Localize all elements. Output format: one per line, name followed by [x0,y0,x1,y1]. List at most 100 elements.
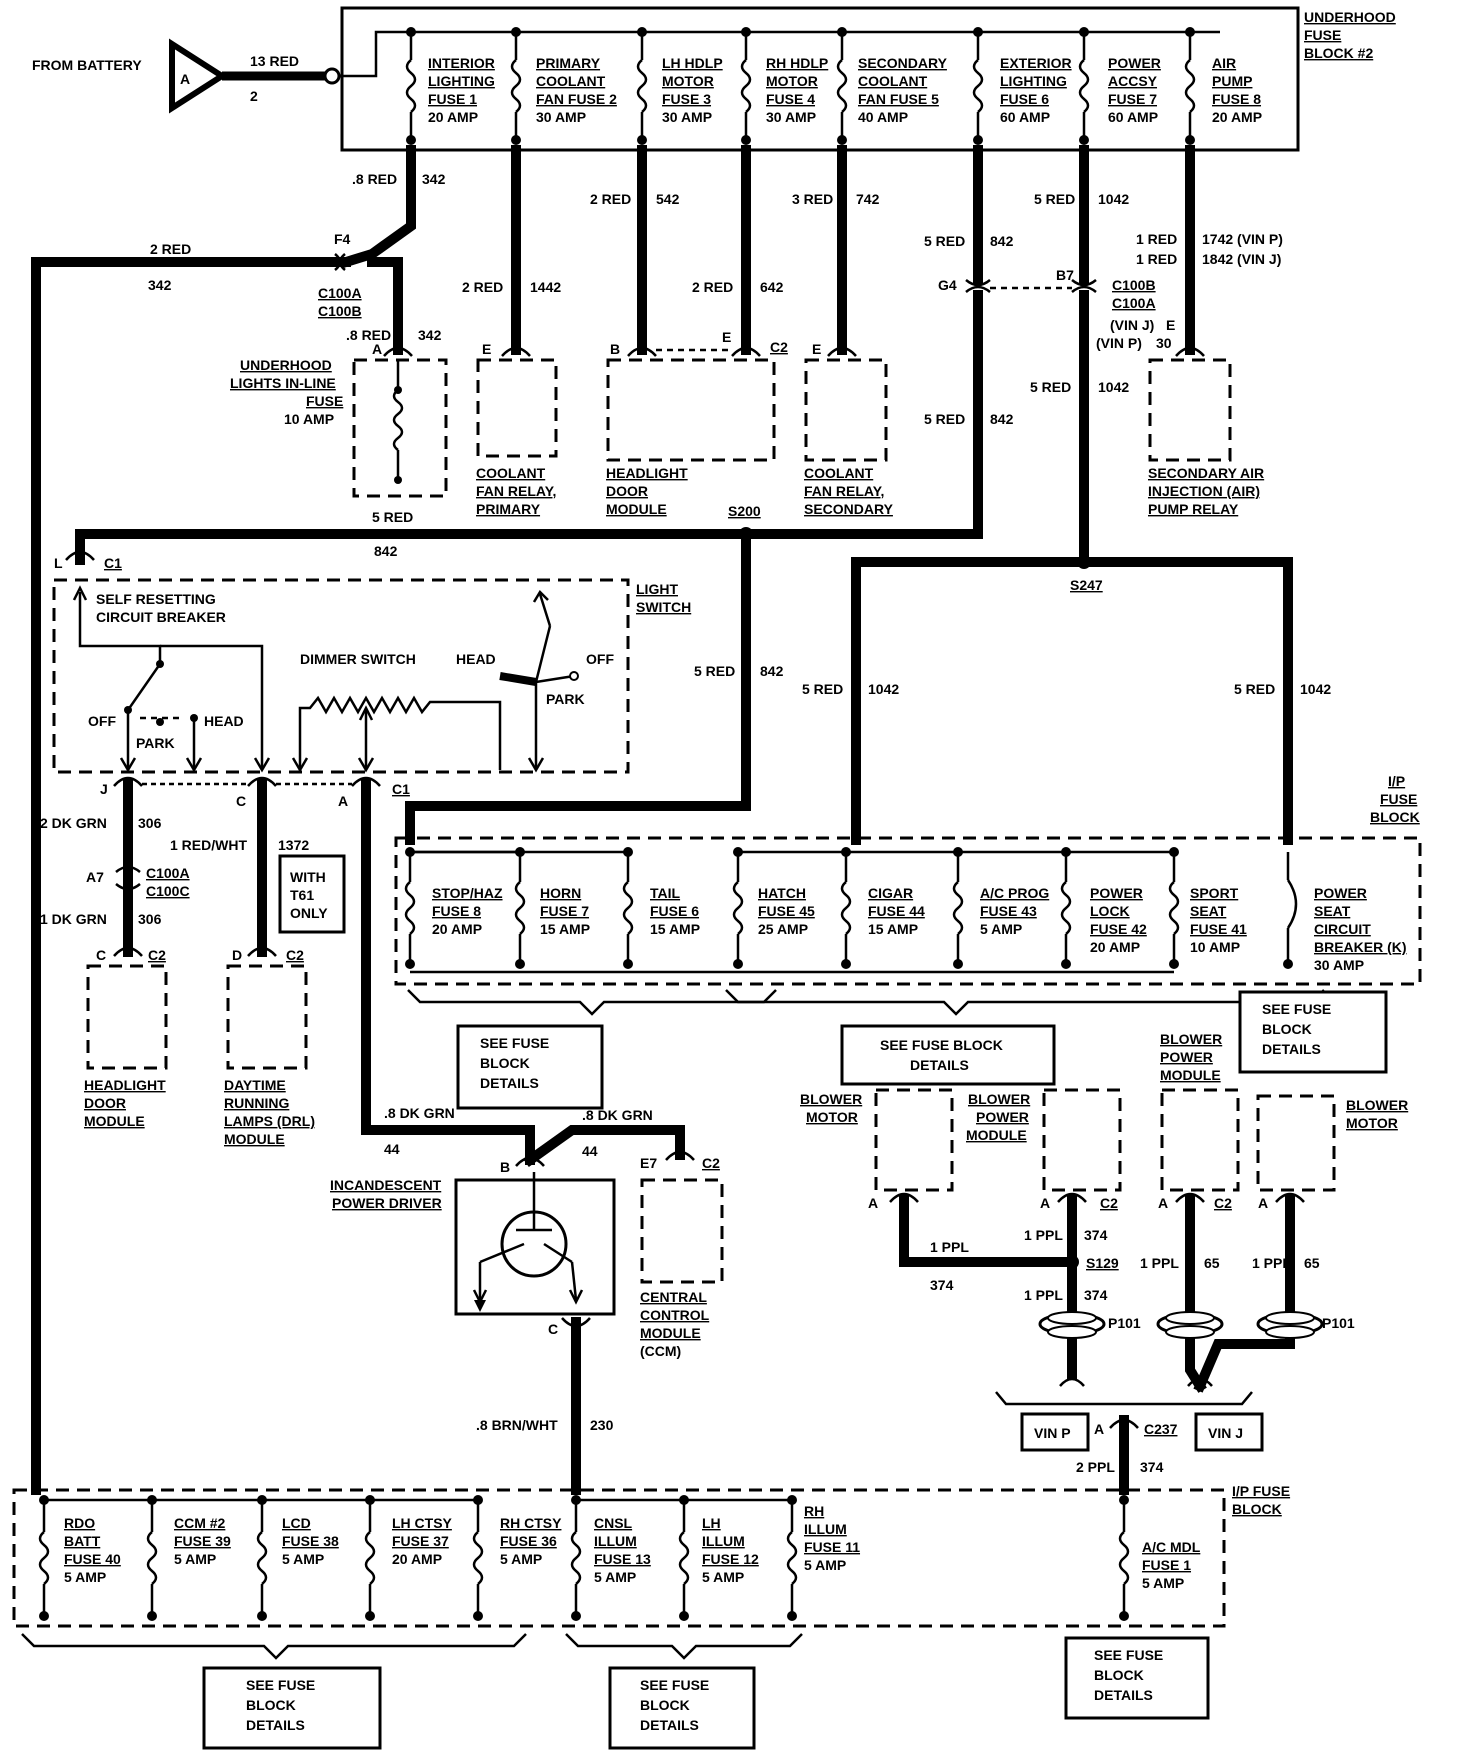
see-details-4-line2: BLOCK [246,1697,296,1713]
connector-c100a-2: C100A [1112,295,1156,311]
ccm-label-2: CONTROL [640,1307,710,1323]
ip-bottom-fuse-6-label-line-1: ILLUM [702,1533,745,1549]
central-control-module: CENTRAL CONTROL MODULE (CCM) [640,1178,724,1359]
see-details-5-line1: SEE FUSE [640,1677,709,1693]
connector-c100a-3: C100A [146,865,190,881]
wire-label: 5 RED [1034,191,1075,207]
t61-label-2: T61 [290,887,314,903]
ip-mid-fuse-1-label-line-2: 15 AMP [540,921,590,937]
ip-bottom-fuse-3-label-line-2: 20 AMP [392,1551,442,1567]
underhood-fuse-5-label-line-0: SECONDARY [858,55,948,71]
battery-label: FROM BATTERY [32,57,142,73]
see-details-3-line2: BLOCK [1262,1021,1312,1037]
see-details-1-line3: DETAILS [480,1075,539,1091]
ip-mid-fuse-0-label-line-1: FUSE 8 [432,903,481,919]
breaker-label-1: SELF RESETTING [96,591,216,607]
ip-mid-fuse-6-label-line-1: LOCK [1090,903,1130,919]
ip-bottom-fuse-3-label-line-0: LH CTSY [392,1515,453,1531]
ip-bottom-fuse-0-label-line-3: 5 AMP [64,1569,106,1585]
ip-bottom-fuse-8-label-line-0: A/C MDL [1142,1539,1201,1555]
wire-label: 5 RED [924,233,965,249]
underhood-fuse-7-label-line-1: ACCSY [1108,73,1158,89]
ls-head-label: HEAD [204,713,244,729]
underhood-fuse-5-label-line-2: FAN FUSE 5 [858,91,939,107]
ip-bottom-fuse-7-label-line-2: FUSE 11 [804,1539,860,1555]
ccm-label-4: (CCM) [640,1343,681,1359]
ip-bottom-fuse-2-label-line-2: 5 AMP [282,1551,324,1567]
wire-number: 1042 [868,681,899,697]
wire-number: 1742 (VIN P) [1202,231,1283,247]
wire-number: 306 [138,815,162,831]
connector-e: E [1166,317,1175,333]
wire-number: 342 [422,171,446,187]
wire-number: 1042 [1098,379,1129,395]
ip-bottom-fuse-7-label-line-0: RH [804,1503,824,1519]
underhood-fuse-7-label-line-0: POWER [1108,55,1161,71]
wire-number: 642 [760,279,784,295]
cfr-primary-label-3: PRIMARY [476,501,541,517]
connector-c-hdm: C [96,947,106,963]
ipd-label-2: POWER DRIVER [332,1195,442,1211]
wire-label: 1 PPL [1024,1227,1063,1243]
connector-a7: A7 [86,869,104,885]
bpm1-label-1: BLOWER [968,1091,1030,1107]
connector-a-bpm2: A [1158,1195,1168,1211]
ip-mid-fuse-2-label-line-2: 15 AMP [650,921,700,937]
hdm-bottom-label-1: HEADLIGHT [84,1077,166,1093]
light-switch-label-2: SWITCH [636,599,691,615]
connector-d-drl: D [232,947,242,963]
cfr-primary-label-1: COOLANT [476,465,546,481]
underhood-fuse-3-label-line-3: 30 AMP [662,109,712,125]
drl-label-1: DAYTIME [224,1077,286,1093]
battery-source: FROM BATTERY A 13 RED 2 [32,30,1220,114]
hdm-top-label-3: MODULE [606,501,667,517]
ip-mid-breaker-label-line-4: 30 AMP [1314,957,1364,973]
ip-mid-fuse-1-label-line-1: FUSE 7 [540,903,589,919]
wire-label: 1 RED [1136,251,1177,267]
wire-label: 5 RED [694,663,735,679]
secondary-air-pump-relay: SECONDARY AIR INJECTION (AIR) PUMP RELAY [1148,346,1264,517]
connector-a-bpm1: A [1040,1195,1050,1211]
wire-label: 2 RED [692,279,733,295]
uh-fuse-label-3: FUSE [306,393,343,409]
ip-bottom-fuse-0-label-line-0: RDO [64,1515,95,1531]
ip-bottom-title-2: BLOCK [1232,1501,1282,1517]
connector-30: 30 [1156,335,1172,351]
ip-mid-fuse-7-label-line-0: SPORT [1190,885,1239,901]
ip-bottom-fuse-8-label-line-1: FUSE 1 [1142,1557,1191,1573]
wire-label: 2 PPL [1076,1459,1115,1475]
ccm-label-3: MODULE [640,1325,701,1341]
see-details-box-6 [1064,1636,1210,1720]
underhood-fuse-1-label-line-0: INTERIOR [428,55,495,71]
ip-bottom-fuse-5-label-line-1: ILLUM [594,1533,637,1549]
hdm-top-label-2: DOOR [606,483,648,499]
underhood-fuse-2-label-line-2: FAN FUSE 2 [536,91,617,107]
connector-c2-drl: C2 [286,947,304,963]
wire-label: 2 RED [150,241,191,257]
uh-fuse-label-1: UNDERHOOD [240,357,332,373]
ip-mid-fuse-3-label-line-2: 25 AMP [758,921,808,937]
t61-label-1: WITH [290,869,326,885]
see-details-2-line1: SEE FUSE BLOCK [880,1037,1003,1053]
connector-c-ipd: C [548,1321,558,1337]
light-switch-label-1: LIGHT [636,581,678,597]
ip-bottom-fuse-3-label-line-1: FUSE 37 [392,1533,449,1549]
ip-bottom-fuse-7-label-line-1: ILLUM [804,1521,847,1537]
connector-c2-bpm2: C2 [1214,1195,1232,1211]
ip-mid-fuse-7-label-line-2: FUSE 41 [1190,921,1247,937]
see-details-box-4 [202,1666,382,1750]
wire-label: 1 RED/WHT [170,837,247,853]
